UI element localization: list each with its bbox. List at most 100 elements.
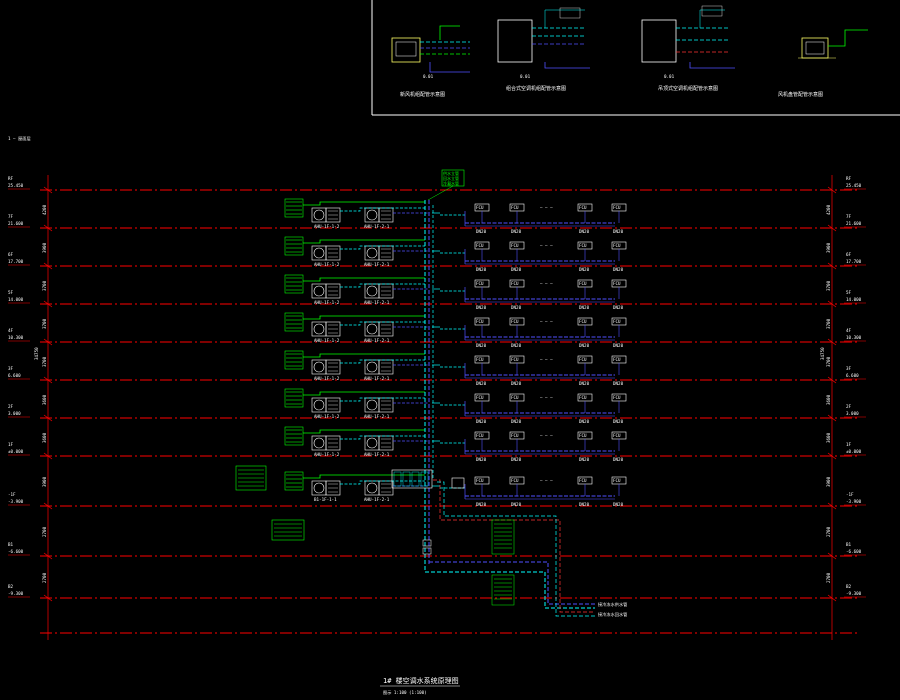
riser-note-line: 冷凝水管 <box>443 180 459 186</box>
fcu-label: FCU <box>511 357 519 362</box>
fcu-label: FCU <box>579 205 587 210</box>
fcu-label: FCU <box>579 319 587 324</box>
plant-connection-note: 接冷冻水供水管 <box>598 601 627 608</box>
floor-dimension-left: 3700 <box>42 356 47 367</box>
floor-elevation-left: 3.000 <box>8 411 21 416</box>
fcu-tag: DN20 <box>613 419 624 424</box>
floor-dimension-right: 3700 <box>826 318 831 329</box>
fan-symbol-icon <box>366 399 378 411</box>
coil-box <box>325 397 341 413</box>
fcu-tag: DN20 <box>613 381 624 386</box>
refrigerant-pipe <box>303 391 425 396</box>
fcu-ellipsis: — — — <box>540 243 553 248</box>
fcu-tag: DN20 <box>511 502 522 507</box>
fcu-ellipsis: — — — <box>540 478 553 483</box>
ahu-label: AHU-1F-1-2 <box>314 376 340 381</box>
fcu-label: FCU <box>476 281 484 286</box>
floor-label-right: RF <box>846 176 852 181</box>
coil-box <box>325 359 341 375</box>
detail-1: 0.01 新风机组配管示意图 <box>391 25 470 98</box>
floor-dimension-right: 3600 <box>826 394 831 405</box>
total-dimension-right: 34750 <box>820 347 825 360</box>
unit-annotation-box <box>284 388 304 408</box>
fcu-label: FCU <box>511 319 519 324</box>
fcu-ellipsis: — — — <box>540 395 553 400</box>
detail-2-caption: 组合式空调机组配管示意图 <box>506 85 566 92</box>
fcu-ellipsis: — — — <box>540 205 553 210</box>
supply-pipe <box>340 359 425 364</box>
fcu-tag: DN20 <box>476 457 487 462</box>
floor-label-left: 3F <box>8 366 14 371</box>
detail-4-caption: 风机盘管配管示意图 <box>778 91 823 98</box>
floor-dimension-left: 3900 <box>42 242 47 253</box>
floor-label-left: 1F <box>8 442 14 447</box>
floor-elevation-right: -6.600 <box>846 549 862 554</box>
annotation-block-b1 <box>271 519 305 541</box>
floor-label-right: 4F <box>846 328 852 333</box>
refrigerant-pipe <box>303 239 425 244</box>
floor-dimension-left: 3900 <box>42 476 47 487</box>
detail-4: 风机盘管配管示意图 <box>778 29 868 98</box>
annotation-block-1f <box>235 465 267 491</box>
plant-connection-note: 接冷冻水回水管 <box>598 611 627 618</box>
fan-symbol-icon <box>366 482 378 494</box>
floor-label-right: 3F <box>846 366 852 371</box>
coil-box <box>378 397 394 413</box>
fcu-label: FCU <box>579 395 587 400</box>
dimension-tick <box>827 376 837 384</box>
return-to-plant <box>429 561 595 605</box>
fcu-tag: DN20 <box>511 419 522 424</box>
fcu-tag: DN20 <box>511 343 522 348</box>
floor-label-right: 7F <box>846 214 852 219</box>
floor-dimension-left: 2700 <box>42 526 47 537</box>
valve-icon <box>422 547 432 555</box>
leader-line <box>427 185 454 201</box>
fcu-label: FCU <box>476 478 484 483</box>
ahu-label: AHU-1F-2-1 <box>364 452 390 457</box>
floor-dimension-right: 2700 <box>826 572 831 583</box>
floor-elevation-right: 17.700 <box>846 259 862 264</box>
fan-symbol-icon <box>366 437 378 449</box>
fcu-ellipsis: — — — <box>540 319 553 324</box>
refrigerant-pipe <box>303 201 425 206</box>
floor-elevation-right: 21.600 <box>846 221 862 226</box>
unit-annotation-box <box>284 236 304 256</box>
dimension-tick <box>827 452 837 460</box>
floor-dimension-right: 3700 <box>826 280 831 291</box>
fcu-tag: DN20 <box>613 229 624 234</box>
fcu-tag: DN20 <box>511 305 522 310</box>
unit-annotation-box <box>284 312 304 332</box>
fcu-tag: DN20 <box>579 343 590 348</box>
ahu-label: AHU-1F-2-1 <box>364 376 390 381</box>
fcu-label: FCU <box>613 357 621 362</box>
supply-pipe <box>340 245 425 250</box>
coil-box <box>325 321 341 337</box>
fcu-label: FCU <box>579 243 587 248</box>
fcu-label: FCU <box>476 243 484 248</box>
dimension-tick <box>43 452 53 460</box>
riser-note-line: 回水立管 <box>443 175 459 181</box>
floor-label-left: -1F <box>8 492 16 497</box>
dimension-tick <box>43 300 53 308</box>
corner-label: 1 — 屋面层 <box>8 136 31 142</box>
dimension-tick <box>43 552 53 560</box>
dimension-tick <box>827 502 837 510</box>
riser-note-line: 供水立管 <box>443 170 459 176</box>
ahu-label: AHU-1F-2-1 <box>364 497 390 502</box>
floor-elevation-left: 17.700 <box>8 259 24 264</box>
floor-elevation-left: ±0.000 <box>8 449 24 454</box>
supply-to-plant <box>424 566 595 609</box>
floor-dimension-right: 3900 <box>826 242 831 253</box>
total-dimension-left: 34750 <box>34 347 39 360</box>
fan-symbol-icon <box>313 247 325 259</box>
coil-box <box>378 435 394 451</box>
heat-exchanger-box <box>391 469 433 489</box>
riser-annotation-box <box>491 519 515 555</box>
coil-box <box>378 321 394 337</box>
dimension-tick <box>827 414 837 422</box>
fcu-tag: DN20 <box>579 502 590 507</box>
fcu-label: FCU <box>476 205 484 210</box>
coil-box <box>378 359 394 375</box>
